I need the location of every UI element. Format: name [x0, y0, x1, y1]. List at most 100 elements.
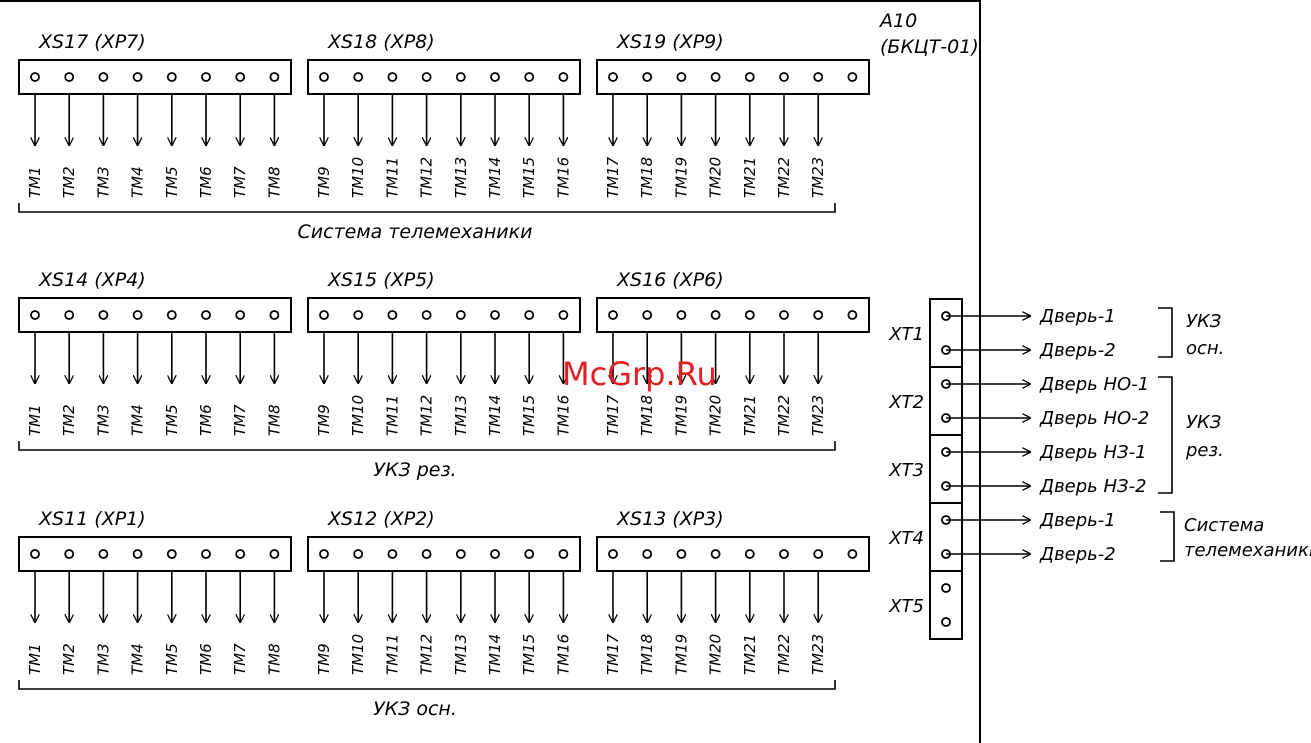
connector-body	[596, 59, 870, 95]
terminal-label: XT5	[888, 596, 924, 617]
terminal-contact	[941, 583, 951, 593]
pin-label: TM20	[707, 157, 725, 198]
pin-contact	[490, 310, 500, 320]
pin-label: TM23	[809, 634, 827, 675]
pin-label: TM15	[520, 634, 538, 675]
pin-label: TM23	[809, 395, 827, 436]
pin-contact	[744, 72, 755, 82]
pin-contact	[421, 549, 432, 559]
connector-body	[18, 536, 292, 572]
pin-contact	[30, 310, 40, 320]
output-label: Дверь НЗ-2	[1039, 476, 1147, 497]
pin-label: TM18	[638, 157, 656, 198]
pin-label: TM8	[265, 643, 283, 675]
pin-label: TM11	[383, 395, 401, 436]
output-group-bracket	[1158, 307, 1173, 358]
pin-label: TM1	[26, 166, 44, 198]
output-group-label: рез.	[1185, 440, 1224, 461]
output-group-label: осн.	[1186, 338, 1224, 359]
group-label: УКЗ осн.	[373, 698, 457, 720]
group-label: Система телемеханики	[298, 221, 533, 243]
pin-contact	[235, 72, 246, 82]
pin-label: TM21	[741, 157, 759, 198]
pin-label: TM5	[163, 166, 181, 198]
terminal-label: XT3	[888, 460, 924, 481]
pin-contact	[421, 72, 432, 82]
pin-contact	[558, 549, 569, 559]
terminal-section	[929, 298, 963, 368]
output-label: Дверь-1	[1039, 510, 1116, 531]
connector-body	[307, 297, 581, 333]
pin-label: TM21	[741, 634, 759, 675]
pin-label: TM20	[707, 634, 725, 675]
watermark: McGrp.Ru	[562, 355, 717, 393]
connector-label: XS16 (XP6)	[616, 269, 724, 291]
pin-label: TM20	[707, 395, 725, 436]
pin-label: TM19	[672, 634, 690, 675]
output-label: Дверь НО-1	[1039, 374, 1149, 395]
pin-contact	[710, 72, 721, 82]
output-group-bracket	[1160, 511, 1175, 562]
output-label: Дверь НО-2	[1039, 408, 1149, 429]
terminal-section	[929, 570, 963, 640]
pin-label: TM1	[26, 404, 44, 436]
pin-contact	[201, 549, 211, 559]
pin-contact	[319, 310, 329, 320]
output-label: Дверь-2	[1039, 544, 1116, 565]
pin-contact	[490, 72, 500, 82]
pin-contact	[269, 549, 280, 559]
pin-contact	[455, 310, 466, 320]
pin-contact	[319, 72, 329, 82]
pin-label: TM6	[197, 404, 215, 436]
pin-contact	[642, 549, 653, 559]
pin-contact	[608, 310, 618, 320]
pin-contact	[64, 72, 75, 82]
pin-contact	[235, 310, 246, 320]
pin-contact	[387, 310, 398, 320]
pin-contact	[524, 549, 535, 559]
pin-contact	[132, 549, 143, 559]
pin-contact	[166, 72, 177, 82]
pin-label: TM11	[383, 157, 401, 198]
pin-label: TM1	[26, 643, 44, 675]
pin-label: TM19	[672, 395, 690, 436]
pin-contact	[744, 549, 755, 559]
connector-label: XS12 (XP2)	[327, 508, 435, 530]
pin-contact	[710, 549, 721, 559]
pin-label: TM14	[486, 395, 504, 436]
connector-body	[596, 536, 870, 572]
pin-label: TM7	[231, 404, 249, 436]
connector-body	[18, 297, 292, 333]
pin-label: TM7	[231, 643, 249, 675]
pin-contact	[353, 549, 364, 559]
pin-label: TM3	[94, 166, 112, 198]
pin-contact	[353, 72, 364, 82]
pin-label: TM22	[775, 157, 793, 198]
pin-contact	[201, 72, 211, 82]
pin-contact	[744, 310, 755, 320]
pin-label: TM8	[265, 404, 283, 436]
pin-contact	[201, 310, 211, 320]
pin-contact	[235, 549, 246, 559]
output-group-bracket	[1158, 376, 1173, 494]
pin-contact	[524, 310, 535, 320]
pin-contact	[558, 310, 569, 320]
pin-contact	[608, 72, 618, 82]
pin-contact	[779, 72, 789, 82]
pin-contact	[166, 549, 177, 559]
pin-label: TM6	[197, 643, 215, 675]
group-bracket	[18, 441, 836, 451]
pin-label: TM16	[554, 157, 572, 198]
connector-label: XS18 (XP8)	[327, 31, 435, 53]
pin-label: TM4	[129, 643, 147, 675]
connector-body	[307, 536, 581, 572]
connector-label: XS17 (XP7)	[38, 31, 146, 53]
pin-label: TM18	[638, 634, 656, 675]
pin-contact	[608, 549, 618, 559]
pin-label: TM10	[349, 157, 367, 198]
pin-label: TM2	[60, 643, 78, 675]
output-label: Дверь НЗ-1	[1039, 442, 1147, 463]
